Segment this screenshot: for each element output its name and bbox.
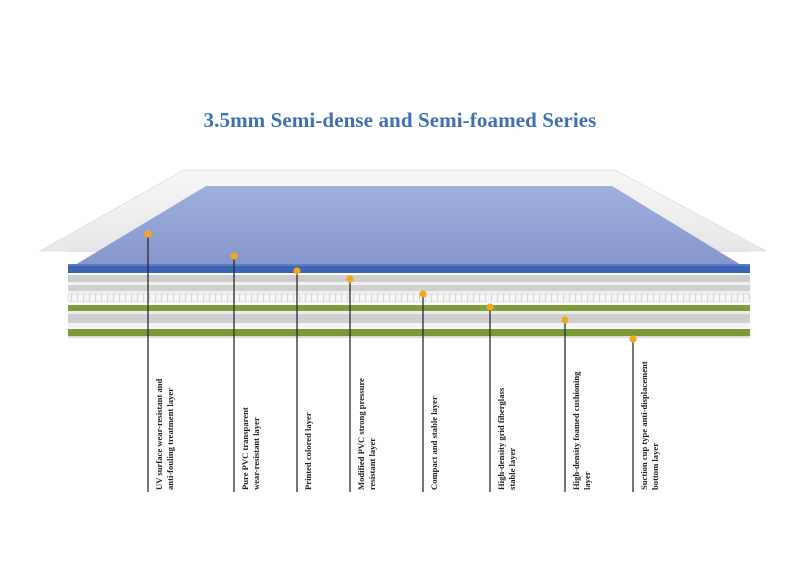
printed-surface-top: [70, 186, 746, 268]
layer-label-line: Printed colored layer: [303, 412, 313, 490]
marker-dot-8: [629, 335, 637, 343]
marker-dot-6: [486, 303, 494, 311]
layer-green-1: [68, 305, 750, 311]
leader-lines: [144, 230, 637, 492]
layer-label-line: Modified PVC strong pressure: [356, 378, 366, 490]
layer-label-line: stable layer: [507, 447, 517, 490]
layer-label-line: Pure PVC transparent: [240, 407, 250, 490]
marker-dot-1: [144, 230, 152, 238]
layer-label-line: resistant layer: [367, 437, 377, 490]
layer-label-3: Printed colored layer: [303, 412, 314, 490]
layer-label-line: High-density grid fiberglass: [496, 387, 506, 490]
layer-label-line: layer: [582, 471, 592, 490]
layer-fiberglass-grid: [67, 293, 751, 303]
layer-label-5: Compact and stable layer: [429, 396, 440, 490]
layer-label-line: anti-fouling treatment layer: [165, 388, 175, 490]
marker-dot-7: [561, 316, 569, 324]
layer-label-line: bottom layer: [650, 442, 660, 490]
marker-dot-3: [293, 267, 301, 275]
layer-gray-3: [68, 314, 750, 323]
layer-label-line: wear-resistant layer: [251, 417, 261, 490]
blue-layer-edge: [68, 264, 750, 273]
layer-label-line: UV surface wear-resistant and: [154, 378, 164, 490]
marker-dot-4: [346, 275, 354, 283]
layer-gray-1: [68, 275, 750, 282]
layer-label-line: Suction cup type anti-displacement: [639, 361, 649, 490]
layer-gray-2: [68, 285, 750, 291]
marker-dot-2: [230, 252, 238, 260]
layer-label-line: High-density foamed cushioning: [571, 371, 581, 490]
marker-dot-5: [419, 290, 427, 298]
layer-green-bottom: [68, 329, 750, 336]
layer-label-line: Compact and stable layer: [429, 396, 439, 490]
diagram-title: 3.5mm Semi-dense and Semi-foamed Series: [203, 108, 597, 132]
